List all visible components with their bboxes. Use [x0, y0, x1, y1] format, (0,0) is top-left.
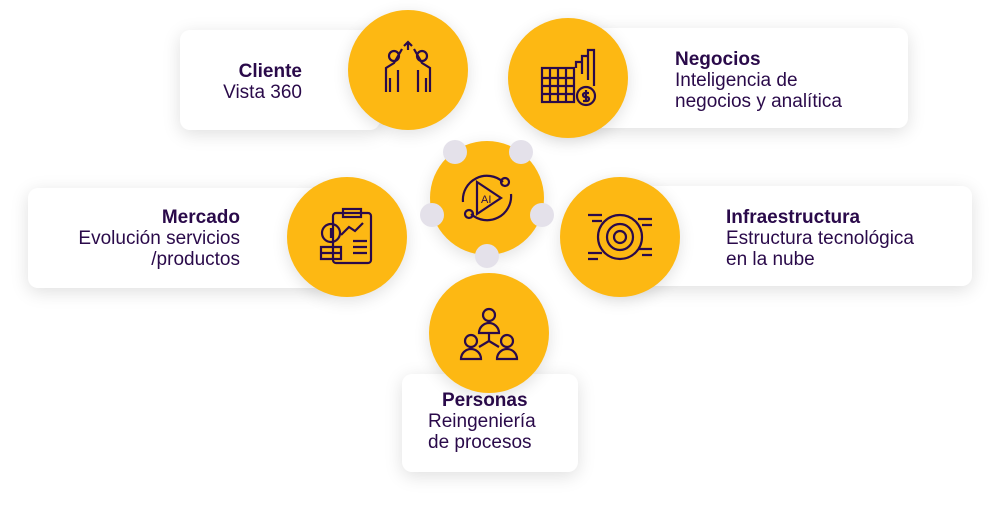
negocios-desc-1: Inteligencia de: [675, 70, 798, 91]
negocios-title: Negocios: [675, 49, 761, 70]
mercado-desc-1: Evolución servicios: [78, 228, 240, 249]
personas-desc-1: Reingeniería: [428, 411, 536, 432]
connector-dot: [443, 140, 467, 164]
personas-circle: [429, 273, 549, 393]
people-network-icon: [459, 307, 519, 361]
cliente-title: Cliente: [238, 61, 302, 82]
negocios-circle: [508, 18, 628, 138]
tech-target-icon: [588, 213, 652, 261]
cliente-circle: [348, 10, 468, 130]
mercado-circle: [287, 177, 407, 297]
connector-dot: [475, 244, 499, 268]
infraestructura-title: Infraestructura: [726, 207, 861, 228]
mercado-card: [28, 188, 330, 288]
connector-dot: [509, 140, 533, 164]
mercado-desc-2: /productos: [151, 249, 240, 270]
infraestructura-desc-1: Estructura tecnológica: [726, 228, 914, 249]
connector-dot: [530, 203, 554, 227]
cliente-desc: Vista 360: [223, 82, 302, 103]
personas-desc-2: de procesos: [428, 432, 532, 453]
clipboard-coins-icon: [319, 207, 373, 265]
connector-dot: [420, 203, 444, 227]
bar-chart-calculator-icon: [540, 48, 597, 107]
cliente-card: [180, 30, 380, 130]
ai-label: AI: [481, 194, 491, 206]
mercado-title: Mercado: [161, 207, 240, 228]
infraestructura-desc-2: en la nube: [726, 249, 815, 270]
personas-title: Personas: [442, 390, 528, 411]
high-five-icon: [384, 40, 432, 92]
infraestructura-circle: [560, 177, 680, 297]
negocios-desc-2: negocios y analítica: [675, 91, 842, 112]
ai-cycle-icon: AI: [461, 174, 513, 222]
